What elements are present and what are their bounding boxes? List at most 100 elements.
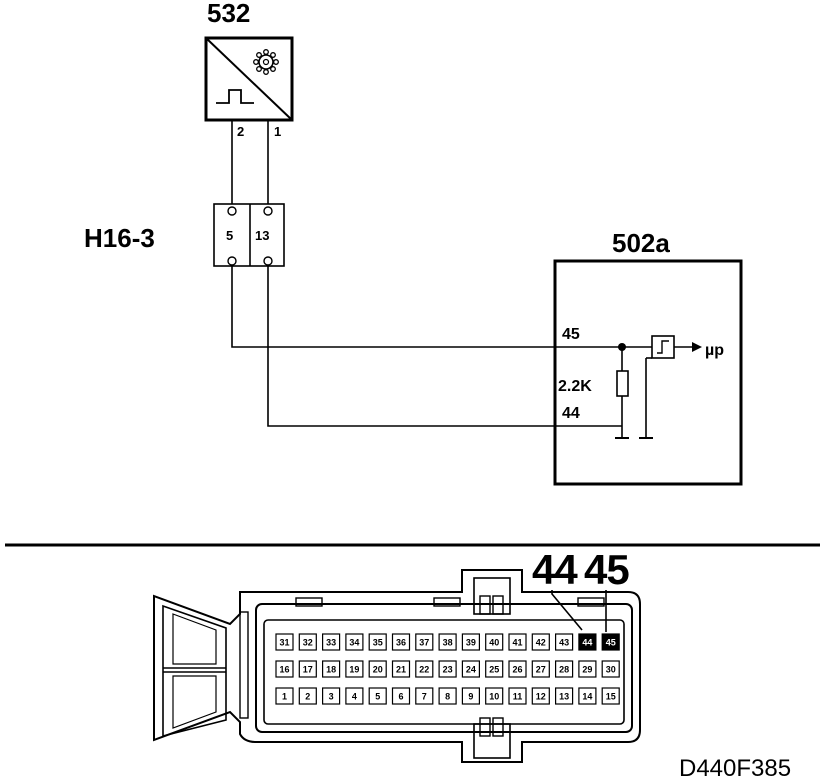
pin-label-13: 13 bbox=[559, 692, 569, 702]
ecu-502a bbox=[553, 259, 743, 486]
sensor-pin-a-label: 2 bbox=[237, 124, 244, 139]
pin-box-33 bbox=[322, 633, 341, 651]
pin-label-10: 10 bbox=[489, 692, 499, 702]
callout-pin-45: 45 bbox=[584, 546, 629, 593]
callout-pin-44: 44 bbox=[532, 546, 578, 593]
pin-box-37 bbox=[415, 633, 434, 651]
pin-label-21: 21 bbox=[396, 665, 406, 675]
pin-label-44: 44 bbox=[582, 638, 592, 648]
pulse-icon bbox=[216, 89, 254, 104]
pin-label-33: 33 bbox=[326, 638, 336, 648]
pin-box-5 bbox=[368, 687, 387, 705]
pin-label-38: 38 bbox=[443, 638, 453, 648]
pin-box-28 bbox=[554, 660, 574, 678]
pin-label-36: 36 bbox=[396, 638, 406, 648]
pin-label-24: 24 bbox=[466, 665, 476, 675]
pin-box-11 bbox=[508, 687, 527, 705]
pin-label-12: 12 bbox=[536, 692, 546, 702]
ecu-internal-circuit bbox=[615, 335, 702, 439]
pin-box-31 bbox=[275, 633, 294, 651]
pin-box-30 bbox=[601, 660, 620, 678]
resistor-symbol bbox=[616, 370, 629, 397]
connector-h16-3 bbox=[213, 203, 285, 267]
pin-box-25 bbox=[485, 660, 504, 678]
pin-box-3 bbox=[322, 687, 341, 705]
pin-label-7: 7 bbox=[422, 692, 427, 702]
sensor-532 bbox=[204, 36, 294, 122]
pin-box-34 bbox=[345, 633, 364, 651]
sensor-id-label: 532 bbox=[207, 0, 250, 28]
output-label: µp bbox=[705, 342, 724, 359]
pin-box-15 bbox=[601, 687, 620, 705]
pin-box-38 bbox=[438, 633, 457, 651]
gear-icon bbox=[253, 49, 279, 75]
pin-label-29: 29 bbox=[582, 665, 592, 675]
ecu-plug-outline bbox=[153, 569, 641, 763]
pin-box-6 bbox=[391, 687, 411, 705]
pin-box-19 bbox=[345, 660, 364, 678]
pin-box-16 bbox=[275, 660, 294, 678]
pin-box-21 bbox=[391, 660, 411, 678]
pin-box-4 bbox=[345, 687, 364, 705]
pin-label-9: 9 bbox=[468, 692, 473, 702]
pin-box-10 bbox=[485, 687, 504, 705]
pin-box-1 bbox=[275, 687, 294, 705]
pin-label-37: 37 bbox=[419, 638, 429, 648]
pin-label-15: 15 bbox=[606, 692, 616, 702]
pin-label-6: 6 bbox=[398, 692, 403, 702]
pin-box-41 bbox=[508, 633, 527, 651]
pin-label-11: 11 bbox=[513, 692, 523, 702]
pin-label-31: 31 bbox=[279, 638, 289, 648]
resistor-label: 2.2K bbox=[558, 378, 592, 395]
pin-label-45: 45 bbox=[606, 638, 616, 648]
pin-label-30: 30 bbox=[606, 665, 616, 675]
pin-label-20: 20 bbox=[373, 665, 383, 675]
pin-label-22: 22 bbox=[419, 665, 429, 675]
pin-label-34: 34 bbox=[349, 638, 359, 648]
pin-box-36 bbox=[391, 633, 411, 651]
connector-pin-b-label: 13 bbox=[255, 228, 269, 243]
pin-label-8: 8 bbox=[445, 692, 450, 702]
wire-signal bbox=[231, 265, 622, 348]
pin-box-26 bbox=[508, 660, 527, 678]
sensor-pin-b-label: 1 bbox=[274, 124, 281, 139]
pin-label-18: 18 bbox=[326, 665, 336, 675]
pin-box-9 bbox=[461, 687, 480, 705]
pin-label-43: 43 bbox=[559, 638, 569, 648]
pin-box-8 bbox=[438, 687, 457, 705]
pin-label-16: 16 bbox=[279, 665, 289, 675]
pin-box-7 bbox=[415, 687, 434, 705]
pin-label-1: 1 bbox=[282, 692, 287, 702]
pin-box-29 bbox=[578, 660, 597, 678]
pin-box-42 bbox=[531, 633, 550, 651]
pin-label-2: 2 bbox=[305, 692, 310, 702]
pin-label-39: 39 bbox=[466, 638, 476, 648]
pin-box-24 bbox=[461, 660, 480, 678]
pin-label-19: 19 bbox=[349, 665, 359, 675]
pin-label-3: 3 bbox=[329, 692, 334, 702]
pin-box-14 bbox=[578, 687, 597, 705]
pin-label-25: 25 bbox=[489, 665, 499, 675]
pin-label-4: 4 bbox=[352, 692, 357, 702]
pin-label-28: 28 bbox=[559, 665, 569, 675]
connector-id-label: H16-3 bbox=[84, 223, 155, 253]
pin-label-14: 14 bbox=[582, 692, 592, 702]
ecu-id-label: 502a bbox=[612, 228, 670, 258]
connector-pin-a-label: 5 bbox=[226, 228, 233, 243]
pin-box-18 bbox=[322, 660, 341, 678]
ecu-pin-signal-label: 45 bbox=[562, 326, 580, 343]
ecu-pin-ground-label: 44 bbox=[562, 405, 580, 422]
pin-label-5: 5 bbox=[375, 692, 380, 702]
callout-line-44 bbox=[551, 590, 583, 631]
pin-label-42: 42 bbox=[536, 638, 546, 648]
pin-box-13 bbox=[554, 687, 574, 705]
pin-box-35 bbox=[368, 633, 387, 651]
pin-label-32: 32 bbox=[303, 638, 313, 648]
pin-box-32 bbox=[298, 633, 317, 651]
output-arrow-icon bbox=[692, 342, 702, 352]
pin-box-39 bbox=[461, 633, 480, 651]
pin-label-41: 41 bbox=[512, 638, 522, 648]
